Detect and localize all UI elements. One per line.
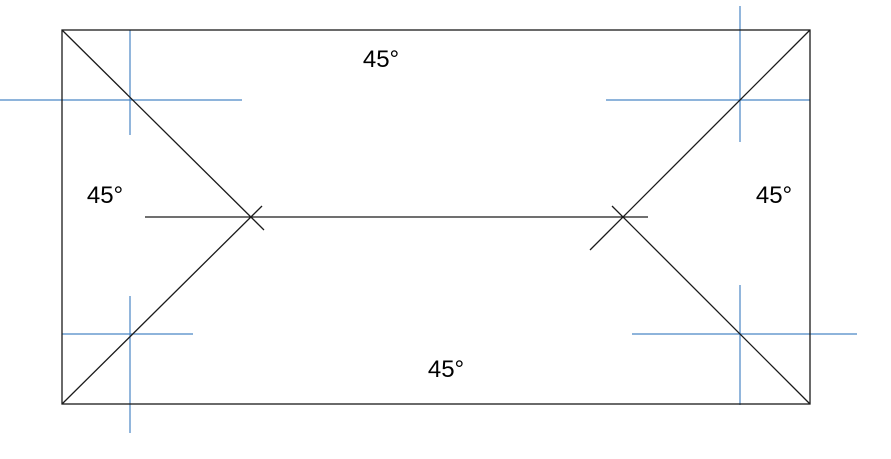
outer-rectangle (61, 29, 811, 405)
hip-top-left (61, 29, 265, 231)
hip-bottom-left (61, 205, 263, 405)
hip-bottom-right (611, 205, 811, 405)
hip-top-right (589, 29, 811, 251)
angle-label-bottom: 45° (428, 356, 464, 383)
angle-label-right: 45° (756, 182, 792, 209)
angle-label-left: 45° (87, 182, 123, 209)
guide-lines (0, 6, 857, 433)
angle-label-top: 45° (363, 46, 399, 73)
angle-labels: 45° 45° 45° 45° (87, 46, 792, 383)
roof-outline (61, 29, 811, 405)
